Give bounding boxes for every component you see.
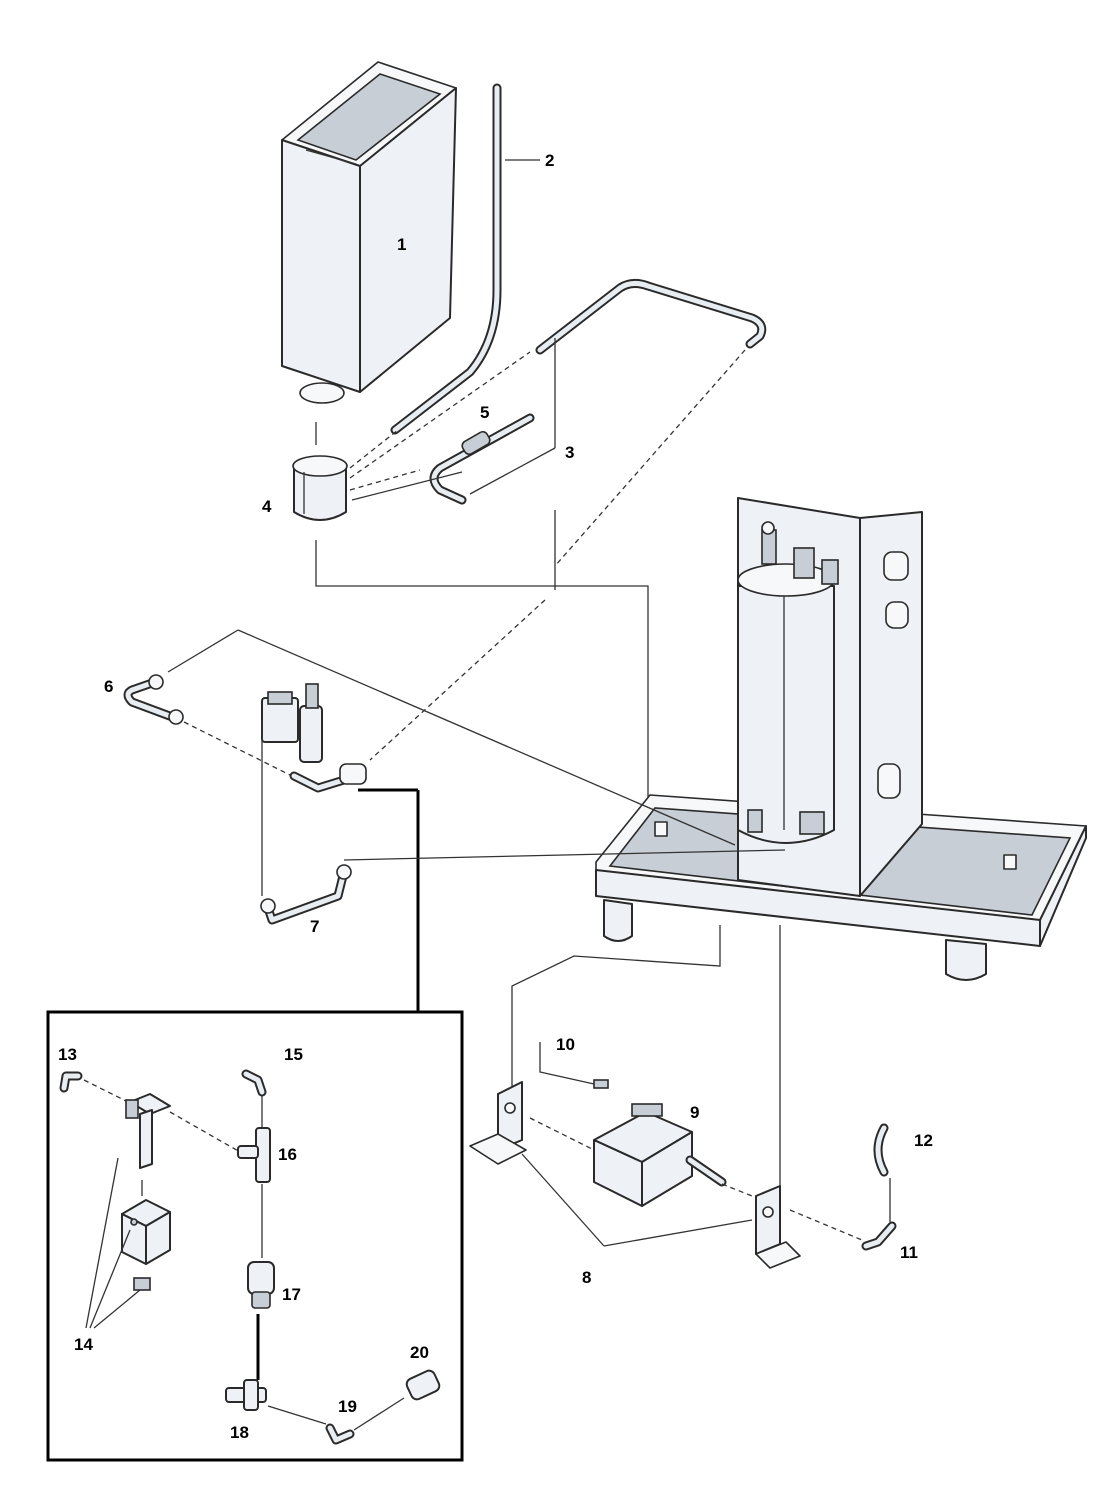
callout-2: 2 [545, 151, 554, 170]
supply-tube [390, 83, 502, 435]
elbow-fitting-13 [59, 1071, 83, 1093]
callout-13: 13 [58, 1045, 77, 1064]
elbow-fitting-19 [325, 1423, 355, 1445]
u-tube [535, 278, 767, 355]
callout-15: 15 [284, 1045, 303, 1064]
nut-14 [133, 1277, 151, 1291]
pump-bracket-left [469, 1081, 527, 1165]
vibration-pump [593, 1103, 727, 1207]
solenoid-valve-group [261, 683, 367, 793]
callout-1: 1 [397, 235, 406, 254]
callout-3: 3 [565, 443, 574, 462]
tee-fitting-16 [237, 1127, 271, 1183]
elbow-fitting-15 [241, 1069, 267, 1097]
bent-tube-7 [260, 864, 352, 925]
callout-6: 6 [104, 677, 113, 696]
callout-14: 14 [74, 1335, 93, 1354]
callout-4: 4 [262, 497, 272, 516]
bent-tube-6 [123, 674, 184, 725]
callout-10: 10 [556, 1035, 575, 1054]
callout-17: 17 [282, 1285, 301, 1304]
callout-12: 12 [914, 1131, 933, 1150]
callout-5: 5 [480, 403, 489, 422]
filter-cup [292, 455, 348, 521]
boiler-frame-assembly [595, 497, 1087, 981]
tee-fitting-18 [225, 1379, 267, 1411]
callout-20: 20 [410, 1343, 429, 1362]
water-tank [281, 61, 457, 404]
elbow-fitting-11 [861, 1221, 897, 1251]
detail-inset-box [46, 1010, 464, 1462]
callout-18: 18 [230, 1423, 249, 1442]
callout-8: 8 [582, 1268, 591, 1287]
solenoid-coil [121, 1199, 171, 1265]
valve-body [125, 1093, 171, 1169]
callout-16: 16 [278, 1145, 297, 1164]
callout-9: 9 [690, 1103, 699, 1122]
hose-12 [873, 1123, 889, 1177]
callout-19: 19 [338, 1397, 357, 1416]
callout-11: 11 [900, 1243, 918, 1262]
fitting-17 [247, 1261, 275, 1309]
ground-wire [539, 1042, 609, 1089]
pump-bracket-right [755, 1185, 801, 1269]
fitting-20 [405, 1369, 441, 1401]
callout-7: 7 [310, 917, 319, 936]
